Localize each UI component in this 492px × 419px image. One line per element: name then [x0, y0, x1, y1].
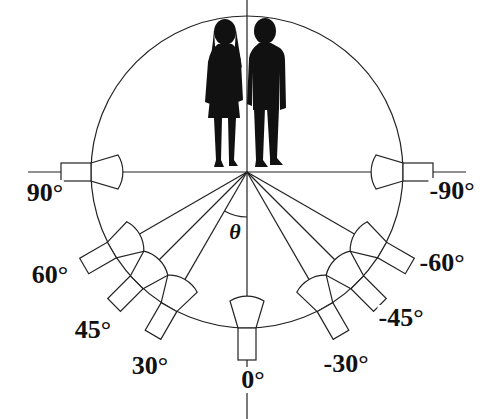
camera-body — [61, 163, 91, 181]
angle-label: -45° — [377, 305, 424, 331]
camera — [371, 155, 433, 189]
camera — [235, 160, 392, 317]
angle-label: 90° — [26, 180, 64, 206]
angle-label: -60° — [418, 250, 465, 276]
camera — [76, 157, 256, 280]
camera-lens — [371, 155, 403, 189]
sight-line — [247, 172, 358, 236]
camera — [102, 160, 259, 317]
sight-line — [183, 172, 247, 283]
angle-label: 60° — [31, 262, 69, 288]
angle-label: 0° — [240, 367, 265, 393]
sight-line — [247, 172, 338, 263]
camera — [232, 164, 355, 344]
angle-symbol: θ — [229, 221, 240, 243]
camera-body — [80, 242, 117, 274]
boy-silhouette — [247, 18, 286, 167]
angle-label: 30° — [131, 353, 169, 379]
camera — [61, 155, 123, 189]
sight-line — [156, 172, 247, 263]
angle-arc — [225, 211, 248, 217]
camera-body — [378, 242, 415, 274]
sight-line — [247, 172, 311, 283]
camera-body — [317, 303, 349, 340]
angle-label: 45° — [74, 317, 112, 343]
girl-silhouette — [205, 19, 243, 167]
camera-body — [108, 276, 143, 311]
camera-body — [238, 328, 256, 360]
camera-body — [145, 303, 177, 340]
angle-label: -90° — [428, 178, 475, 204]
camera-lens — [230, 296, 264, 328]
camera — [230, 296, 264, 360]
angle-label: -30° — [322, 351, 369, 377]
camera-lens — [91, 155, 123, 189]
